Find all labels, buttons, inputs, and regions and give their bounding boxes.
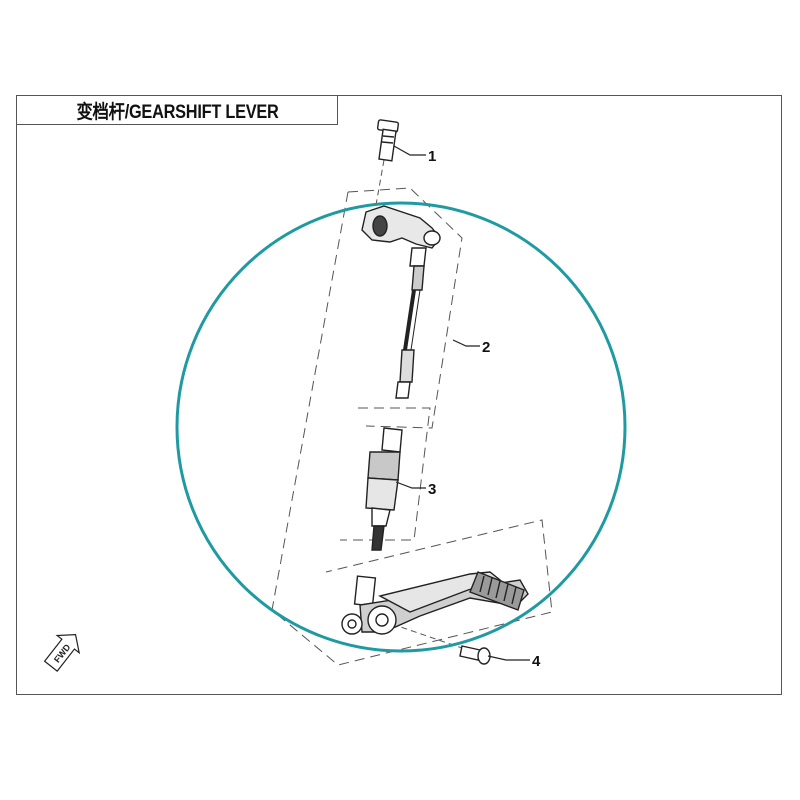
callout-3: 3 bbox=[428, 481, 436, 498]
leader-1 bbox=[393, 145, 426, 156]
group-outline-2 bbox=[347, 187, 463, 429]
highlight-circle bbox=[175, 201, 627, 653]
leader-3 bbox=[395, 481, 426, 489]
axis-line-top bbox=[375, 159, 385, 206]
leader-4 bbox=[487, 655, 530, 661]
leader-2 bbox=[452, 339, 480, 347]
title-box: 变档杆/GEARSHIFT LEVER bbox=[16, 95, 338, 125]
part-4-bolt bbox=[459, 645, 491, 665]
diagram-frame bbox=[16, 95, 782, 695]
diagram-title: 变档杆/GEARSHIFT LEVER bbox=[75, 101, 279, 123]
part-3-adjuster bbox=[365, 427, 403, 551]
part-2-shift-rod bbox=[361, 205, 441, 399]
leader-lines bbox=[393, 145, 530, 661]
forward-direction-icon: FWD bbox=[43, 634, 81, 672]
callout-4: 4 bbox=[532, 653, 541, 670]
callout-1: 1 bbox=[428, 148, 436, 165]
part-1-bolt bbox=[376, 119, 400, 162]
callout-2: 2 bbox=[482, 339, 490, 356]
gearshift-lever bbox=[341, 571, 529, 635]
group-outline-main bbox=[271, 191, 553, 666]
